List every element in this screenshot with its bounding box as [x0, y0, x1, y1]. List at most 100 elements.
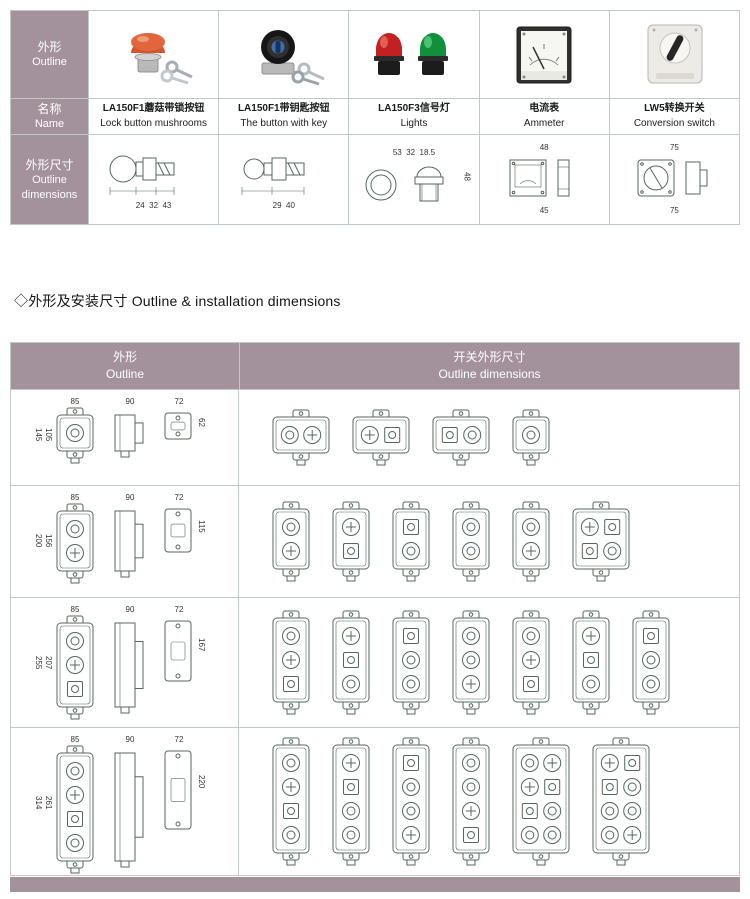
control-station-variant-drawing: [272, 409, 330, 465]
back-view-drawing: [163, 745, 195, 844]
dimension-label: 85: [70, 735, 80, 744]
back-view-drawing: [163, 503, 195, 567]
row-header-zh: 外形: [37, 39, 62, 54]
header-outline: 外形 Outline: [11, 343, 239, 389]
dimension-label: 90: [125, 605, 135, 614]
station-variants: [239, 390, 739, 485]
row-header-en: Outline: [32, 56, 67, 69]
header-outline-en: Outline: [105, 367, 145, 381]
dimension-drawing-cell: 24 32 43: [89, 135, 220, 225]
signal-lights-photo: [373, 32, 448, 75]
control-station-variant-drawing: [432, 409, 490, 465]
product-name-en: The button with key: [240, 117, 328, 129]
product-name-zh: LA150F3信号灯: [378, 103, 450, 115]
product-photo-cell: [349, 11, 480, 99]
control-station-variant-drawing: [352, 409, 410, 465]
dimension-label: 207: [44, 656, 53, 670]
product-name-zh: 电流表: [529, 103, 560, 115]
dimension-label: 261: [44, 796, 53, 810]
front-view-drawing: [53, 615, 97, 726]
header-switch-dimensions-en: Outline dimensions: [438, 367, 541, 381]
product-photo-cell: [479, 11, 610, 99]
dimension-label: 72: [174, 735, 184, 744]
dimension-label: 75: [669, 143, 679, 152]
dimension-label: 90: [125, 735, 135, 744]
control-station-variant-drawing: [332, 737, 370, 865]
header-switch-dimensions: 开关外形尺寸 Outline dimensions: [239, 343, 739, 389]
outline-row: 85 200 156 90 72 115: [11, 485, 739, 597]
dimension-label: 48: [462, 172, 472, 182]
mushroom-button-dimension-drawing: [109, 155, 175, 195]
control-station-variant-drawing: [512, 737, 570, 865]
back-view-drawing: [163, 407, 195, 454]
row-header-outline: 外形 Outline: [11, 11, 89, 99]
control-station-variant-drawing: [392, 501, 430, 581]
control-station-variant-drawing: [632, 610, 670, 714]
dimension-label: 53 32 18.5: [392, 147, 436, 157]
dimension-label: 85: [70, 605, 80, 614]
product-name-cell: LW5转换开关 Conversion switch: [609, 99, 740, 135]
outline-row: 85 255 207 90 72 167: [11, 597, 739, 727]
product-name-zh: LA150F1带钥匙按钮: [237, 103, 330, 115]
side-view-drawing: [113, 745, 147, 880]
control-station-variant-drawing: [452, 501, 490, 581]
dimension-label: 255: [34, 656, 43, 670]
product-name-cell: LA150F1蘑菇带锁按钮 Lock button mushrooms: [89, 99, 220, 135]
control-station-variant-drawing: [332, 610, 370, 714]
control-station-variant-drawing: [452, 737, 490, 865]
key-button-dimension-drawing: [241, 157, 305, 195]
section-heading: ◇外形及安装尺寸 Outline & installation dimensio…: [14, 293, 341, 309]
button-with-key-photo: [260, 29, 325, 85]
control-station-variant-drawing: [512, 501, 550, 581]
dimension-label: 29 40: [272, 201, 295, 210]
dimension-label: 85: [70, 493, 80, 502]
outline-row: 85 145 105 90 72 62: [11, 389, 739, 485]
front-view-drawing: [53, 503, 97, 590]
product-name-cell: LA150F1带钥匙按钮 The button with key: [219, 99, 350, 135]
dimension-label: 200: [34, 534, 43, 548]
control-station-variant-drawing: [452, 610, 490, 714]
dimension-label: 105: [44, 428, 53, 442]
front-view-drawing: [53, 407, 97, 470]
dimension-label: 314: [34, 796, 43, 810]
dimension-label: 24 32 43: [135, 201, 172, 210]
dimension-label: 45: [539, 206, 549, 215]
row-header-name: 名称 Name: [11, 99, 89, 135]
outline-row: 85 314 261 90 72 220: [11, 727, 739, 875]
control-station-variant-drawing: [272, 501, 310, 581]
outline-table-header: 外形 Outline 开关外形尺寸 Outline dimensions: [11, 343, 739, 389]
product-photo-cell: [89, 11, 220, 99]
product-photo-cell: [219, 11, 350, 99]
product-name-en: Lock button mushrooms: [100, 117, 207, 129]
product-name-en: Ammeter: [523, 117, 565, 129]
outline-views: 85 200 156 90 72 115: [11, 486, 239, 597]
dimension-drawing-cell: 48 45: [479, 135, 610, 225]
header-outline-zh: 外形: [112, 350, 137, 365]
outline-dimensions-table: 外形 Outline 开关外形尺寸 Outline dimensions 85 …: [10, 342, 740, 876]
dimension-label: 62: [197, 418, 206, 428]
row-header-outline-dimensions: 外形尺寸 Outline dimensions: [11, 135, 89, 225]
control-station-variant-drawing: [272, 610, 310, 714]
ammeter-dimension-drawing: [509, 159, 570, 197]
control-station-variant-drawing: [512, 409, 550, 465]
dimension-label: 48: [539, 143, 549, 152]
row-header-zh: 名称: [37, 101, 62, 116]
control-station-variant-drawing: [572, 501, 630, 581]
product-name-zh: LA150F1蘑菇带锁按钮: [102, 103, 205, 115]
row-header-en: Name: [34, 118, 65, 131]
dimension-drawing-cell: 75 75: [609, 135, 740, 225]
conversion-switch-photo: [647, 24, 703, 83]
product-name-en: Lights: [400, 117, 428, 129]
dimension-label: 72: [174, 605, 184, 614]
control-station-variant-drawing: [332, 501, 370, 581]
outline-views: 85 255 207 90 72 167: [11, 598, 239, 727]
outline-views: 85 145 105 90 72 62: [11, 390, 239, 485]
station-variants: [239, 728, 739, 875]
dimension-label: 220: [197, 774, 206, 789]
ammeter-photo: [516, 26, 572, 83]
dimension-label: 85: [70, 397, 80, 406]
control-station-variant-drawing: [592, 737, 650, 865]
dimension-label: 156: [44, 534, 53, 548]
front-view-drawing: [53, 745, 97, 880]
control-station-variant-drawing: [272, 737, 310, 865]
